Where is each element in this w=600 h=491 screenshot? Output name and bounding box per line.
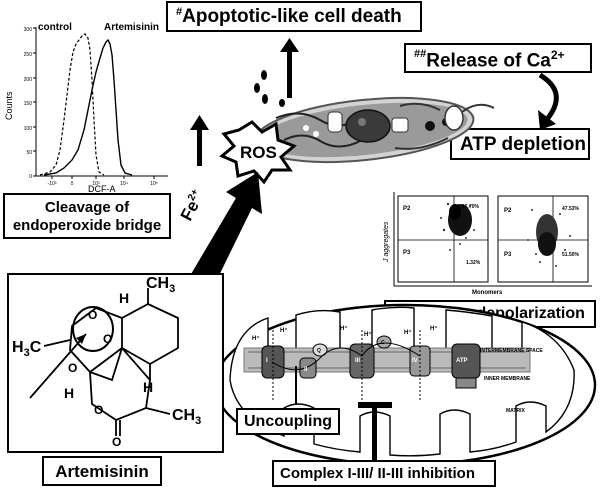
apoptosis-prefix: #: [176, 6, 183, 18]
flow-left-upper-pct: 96.70%: [462, 204, 480, 210]
artemisinin-label: Artemisinin: [55, 462, 149, 481]
matrix-label: MATRIX: [506, 408, 525, 414]
histogram-x-tick: -10³: [48, 181, 57, 187]
histogram-y-tick: 250: [24, 52, 33, 58]
flagellum: [461, 103, 495, 113]
atp-box: ATP depletion: [450, 128, 590, 160]
flow-left-p2: P2: [403, 206, 411, 212]
calcium-label: Release of Ca: [426, 50, 551, 72]
flow-panel-left: [397, 195, 489, 283]
flow-left-lower-pct: 1.32%: [466, 260, 481, 266]
electron-flow: [271, 342, 421, 371]
ros-burst: [219, 120, 297, 185]
histogram: [33, 27, 168, 179]
flow-x-axis-label: Monomers: [472, 290, 503, 296]
apoptosis-arrow: [280, 38, 299, 98]
flow-right-p3: P3: [504, 252, 512, 258]
calcium-dots: [254, 70, 285, 107]
histogram-x-ticks: [51, 176, 155, 179]
o-ring2-label: O: [103, 332, 112, 346]
histogram-artemisinin-label: Artemisinin: [104, 22, 159, 33]
proton-label: H⁺: [430, 325, 438, 332]
proton-label: H⁺: [340, 325, 348, 332]
histogram-y-tick: 300: [24, 27, 33, 33]
fe-up-arrow: [190, 115, 209, 166]
inner-membrane-label: INNER MEMBRANE: [484, 376, 531, 382]
peroxide-pointer: [29, 333, 87, 399]
histogram-control-curve: [39, 33, 105, 176]
fe-superscript: 2+: [186, 187, 201, 202]
artemisinin-molecule: [7, 273, 224, 453]
complex-label: C: [381, 340, 385, 346]
cleavage-box: Cleavage of endoperoxide bridge: [3, 193, 171, 239]
proton-label: H⁺: [404, 329, 412, 336]
h-left-label: H: [64, 385, 74, 401]
histogram-y-tick: 50: [26, 150, 32, 156]
o-ring3-label: O: [68, 361, 77, 375]
o-carbonyl-label: O: [112, 435, 121, 449]
flow-left-p3: P3: [403, 250, 411, 256]
histogram-artemisinin-curve: [43, 38, 133, 176]
atp-label: ATP depletion: [460, 134, 586, 155]
complex-label: I: [266, 358, 268, 364]
histogram-y-tick: 100: [24, 126, 33, 132]
parasite-cell: [253, 97, 495, 163]
cleavage-label-line2: endoperoxide bridge: [12, 217, 162, 234]
histogram-x-tick: 10⁵: [150, 181, 158, 187]
complex-label: IV: [412, 358, 418, 364]
artemisinin-name-box: Artemisinin: [42, 456, 162, 486]
calcium-superscript: 2+: [550, 48, 565, 62]
cleavage-label-line1: Cleavage of: [44, 199, 130, 216]
complex-label: III: [355, 358, 360, 364]
complex-box: Complex I-III/ II-III inhibition: [272, 460, 496, 487]
complex-label: II: [304, 367, 308, 373]
flow-cytometry: [393, 192, 592, 287]
histogram-x-tick: 10⁴: [120, 181, 128, 187]
histogram-x-axis-label: DCF-A: [88, 184, 116, 194]
complex-label: ATP: [456, 358, 468, 364]
proton-label: H⁺: [364, 331, 372, 338]
ch3-bottom-label: CH3: [172, 407, 201, 427]
complex-label: Q: [317, 348, 321, 354]
apoptosis-label: Apoptotic-like cell death: [182, 6, 402, 27]
complex-label: Complex I-III/ II-III inhibition: [280, 465, 475, 482]
artemisinin-to-ros-arrow: [184, 172, 262, 298]
ch3-top-label: CH3: [146, 275, 175, 295]
flow-right-p2: P2: [504, 208, 512, 214]
flow-right-upper-pct: 47.53%: [562, 206, 580, 212]
uncoupling-label: Uncoupling: [244, 413, 332, 430]
h-top-label: H: [119, 290, 129, 306]
proton-label: H⁺: [252, 335, 260, 342]
flow-y-axis-label: J aggregates: [383, 221, 390, 263]
complex-inhibition-marker: [358, 402, 392, 462]
o-ring1-label: O: [88, 308, 97, 322]
mitochondrion: [213, 303, 597, 467]
h3c-left-label: H3C: [12, 339, 42, 359]
intermembrane-label: INTERMEMBRANE SPACE: [480, 348, 543, 354]
calcium-prefix: ##: [414, 48, 427, 60]
histogram-y-axis-label: Counts: [4, 91, 14, 120]
histogram-y-tick: 150: [24, 101, 33, 107]
histogram-y-ticks: [33, 27, 36, 177]
calcium-box: ##Release of Ca2+: [404, 43, 592, 73]
histogram-y-tick: 200: [24, 77, 33, 83]
o-lactone-label: O: [94, 403, 103, 417]
calcium-to-atp-arrow: [538, 72, 559, 130]
h-right-label: H: [143, 379, 153, 395]
proton-label: H⁺: [280, 327, 288, 334]
fe-text: Fe: [177, 197, 203, 223]
histogram-y-tick: 0: [29, 174, 32, 180]
ros-label: ROS: [240, 143, 277, 162]
histogram-control-label: control: [38, 22, 72, 33]
flow-right-lower-pct: 51.50%: [562, 252, 580, 258]
nucleus: [345, 109, 391, 143]
uncoupling-box: Uncoupling: [236, 408, 340, 435]
histogram-x-tick: 0: [71, 181, 74, 187]
histogram-x-tick: 10³: [92, 181, 100, 187]
apoptosis-box: #Apoptotic-like cell death: [166, 1, 422, 32]
fe-label: Fe2+: [177, 187, 209, 224]
